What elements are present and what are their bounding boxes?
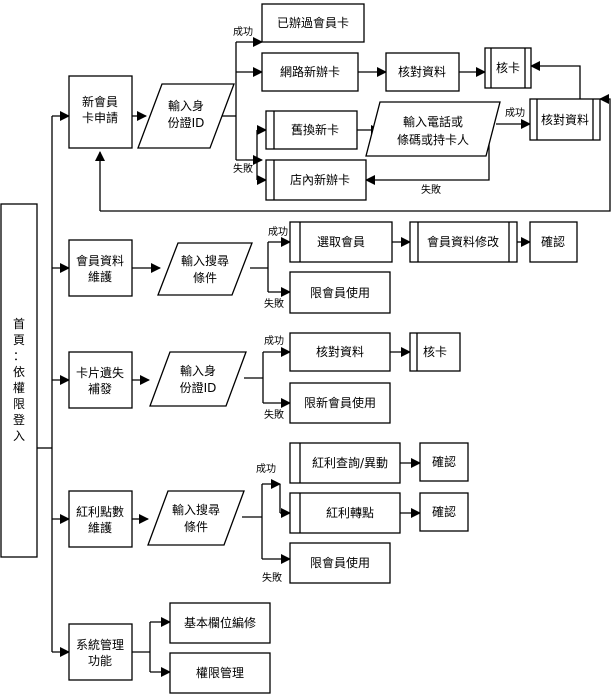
replace-verify-node: 核對資料 (529, 98, 601, 141)
svg-text:卡申請: 卡申請 (82, 111, 118, 125)
svg-text:條碼或持卡人: 條碼或持卡人 (397, 132, 469, 147)
online-verify-node: 核對資料 (385, 52, 460, 92)
maintain-title-node: 會員資料 維護 (68, 239, 133, 297)
svg-text:紅利點數: 紅利點數 (76, 505, 124, 519)
permission-node: 權限管理 (169, 652, 271, 694)
svg-text:確認: 確認 (432, 454, 456, 469)
lost-verify-node: 核對資料 (289, 332, 391, 372)
root-char: ： (13, 349, 25, 363)
issue-card-node: 核卡 (484, 47, 532, 89)
svg-text:核卡: 核卡 (423, 345, 447, 359)
svg-text:份證ID: 份證ID (180, 380, 217, 395)
lost-issue-node: 核卡 (409, 332, 461, 372)
svg-text:新會員: 新會員 (82, 94, 118, 109)
svg-text:紅利查詢/異動: 紅利查詢/異動 (312, 455, 388, 470)
root-char: 頁 (13, 333, 25, 347)
root-node: 首 頁 ： 依 權 限 登 入 (0, 203, 38, 558)
already-has-card-node: 已辦過會員卡 (261, 3, 365, 43)
svg-text:核對資料: 核對資料 (541, 113, 589, 127)
success-label: 成功 (505, 107, 525, 119)
svg-text:核對資料: 核對資料 (316, 345, 364, 359)
maintain-search-input-node: 輸入搜尋 條件 (157, 242, 253, 296)
fail-label: 失敗 (264, 297, 284, 310)
points-transfer-node: 紅利轉點 (289, 492, 401, 534)
svg-text:基本欄位編修: 基本欄位編修 (184, 615, 256, 630)
lost-limit-node: 限新會員使用 (289, 382, 391, 424)
root-char: 權 (13, 381, 25, 395)
svg-text:補發: 補發 (88, 381, 112, 396)
svg-text:維護: 維護 (88, 520, 112, 535)
svg-text:輸入搜尋: 輸入搜尋 (181, 253, 229, 268)
svg-text:核卡: 核卡 (496, 61, 520, 75)
points-confirm1-node: 確認 (419, 442, 469, 482)
points-confirm2-node: 確認 (419, 492, 469, 532)
svg-text:條件: 條件 (184, 520, 208, 534)
svg-text:卡片遺失: 卡片遺失 (76, 365, 124, 380)
svg-text:維護: 維護 (88, 269, 112, 284)
fail-label: 失敗 (262, 571, 282, 584)
svg-text:限新會員使用: 限新會員使用 (304, 395, 376, 410)
root-char: 入 (13, 429, 25, 443)
maintain-confirm-node: 確認 (529, 221, 578, 263)
store-new-card-node: 店內新辦卡 (265, 159, 367, 201)
svg-text:限會員使用: 限會員使用 (310, 555, 370, 570)
phone-input-node: 輸入電話或 條碼或持卡人 (365, 101, 501, 157)
system-title-node: 系統管理 功能 (68, 623, 133, 681)
svg-text:已辦過會員卡: 已辦過會員卡 (277, 16, 349, 30)
svg-text:店內新辦卡: 店內新辦卡 (290, 172, 350, 187)
svg-text:核對資料: 核對資料 (398, 65, 446, 79)
maintain-limit-node: 限會員使用 (289, 271, 391, 314)
svg-text:輸入身: 輸入身 (180, 363, 216, 378)
fail-label: 失敗 (421, 183, 441, 196)
svg-text:輸入搜尋: 輸入搜尋 (172, 502, 220, 517)
connectors (37, 37, 611, 677)
root-char: 依 (13, 364, 25, 379)
edge-labels: 成功 失敗 成功 失敗 成功 失敗 成功 失敗 成功 失敗 (233, 26, 525, 584)
edit-member-node: 會員資料修改 (409, 221, 518, 263)
success-label: 成功 (264, 335, 284, 347)
root-char: 限 (13, 397, 25, 411)
svg-text:條件: 條件 (193, 271, 217, 285)
fail-label: 失敗 (233, 162, 253, 175)
svg-text:功能: 功能 (88, 654, 112, 668)
svg-text:會員資料修改: 會員資料修改 (427, 234, 499, 249)
points-limit-node: 限會員使用 (289, 542, 391, 584)
svg-text:份證ID: 份證ID (168, 115, 205, 130)
online-new-card-node: 網路新辦卡 (261, 52, 359, 92)
root-char: 登 (13, 412, 25, 427)
select-member-node: 選取會員 (289, 221, 393, 263)
svg-text:會員資料: 會員資料 (76, 254, 124, 268)
root-char: 首 (13, 317, 25, 331)
replace-card-node: 舊換新卡 (265, 110, 358, 150)
success-label: 成功 (233, 26, 253, 38)
field-edit-node: 基本欄位編修 (169, 602, 271, 644)
svg-text:確認: 確認 (541, 234, 565, 249)
lost-id-input-node: 輸入身 份證ID (149, 351, 247, 407)
svg-text:輸入電話或: 輸入電話或 (403, 114, 463, 129)
svg-text:確認: 確認 (432, 504, 456, 519)
fail-label: 失敗 (264, 408, 284, 421)
svg-text:網路新辦卡: 網路新辦卡 (280, 64, 340, 79)
success-label: 成功 (268, 226, 288, 238)
points-title-node: 紅利點數 維護 (68, 490, 133, 548)
svg-text:紅利轉點: 紅利轉點 (326, 506, 374, 520)
svg-text:輸入身: 輸入身 (168, 98, 204, 113)
points-search-input-node: 輸入搜尋 條件 (147, 490, 245, 546)
new-card-id-input-node: 輸入身 份證ID (137, 83, 235, 149)
points-query-node: 紅利查詢/異動 (289, 442, 401, 484)
new-card-title-node: 新會員 卡申請 (68, 75, 133, 149)
lost-title-node: 卡片遺失 補發 (68, 351, 133, 409)
svg-text:限會員使用: 限會員使用 (310, 285, 370, 300)
svg-text:舊換新卡: 舊換新卡 (291, 122, 339, 137)
svg-text:權限管理: 權限管理 (196, 665, 244, 680)
success-label: 成功 (256, 463, 276, 475)
svg-text:選取會員: 選取會員 (317, 235, 365, 249)
svg-text:系統管理: 系統管理 (76, 637, 124, 652)
